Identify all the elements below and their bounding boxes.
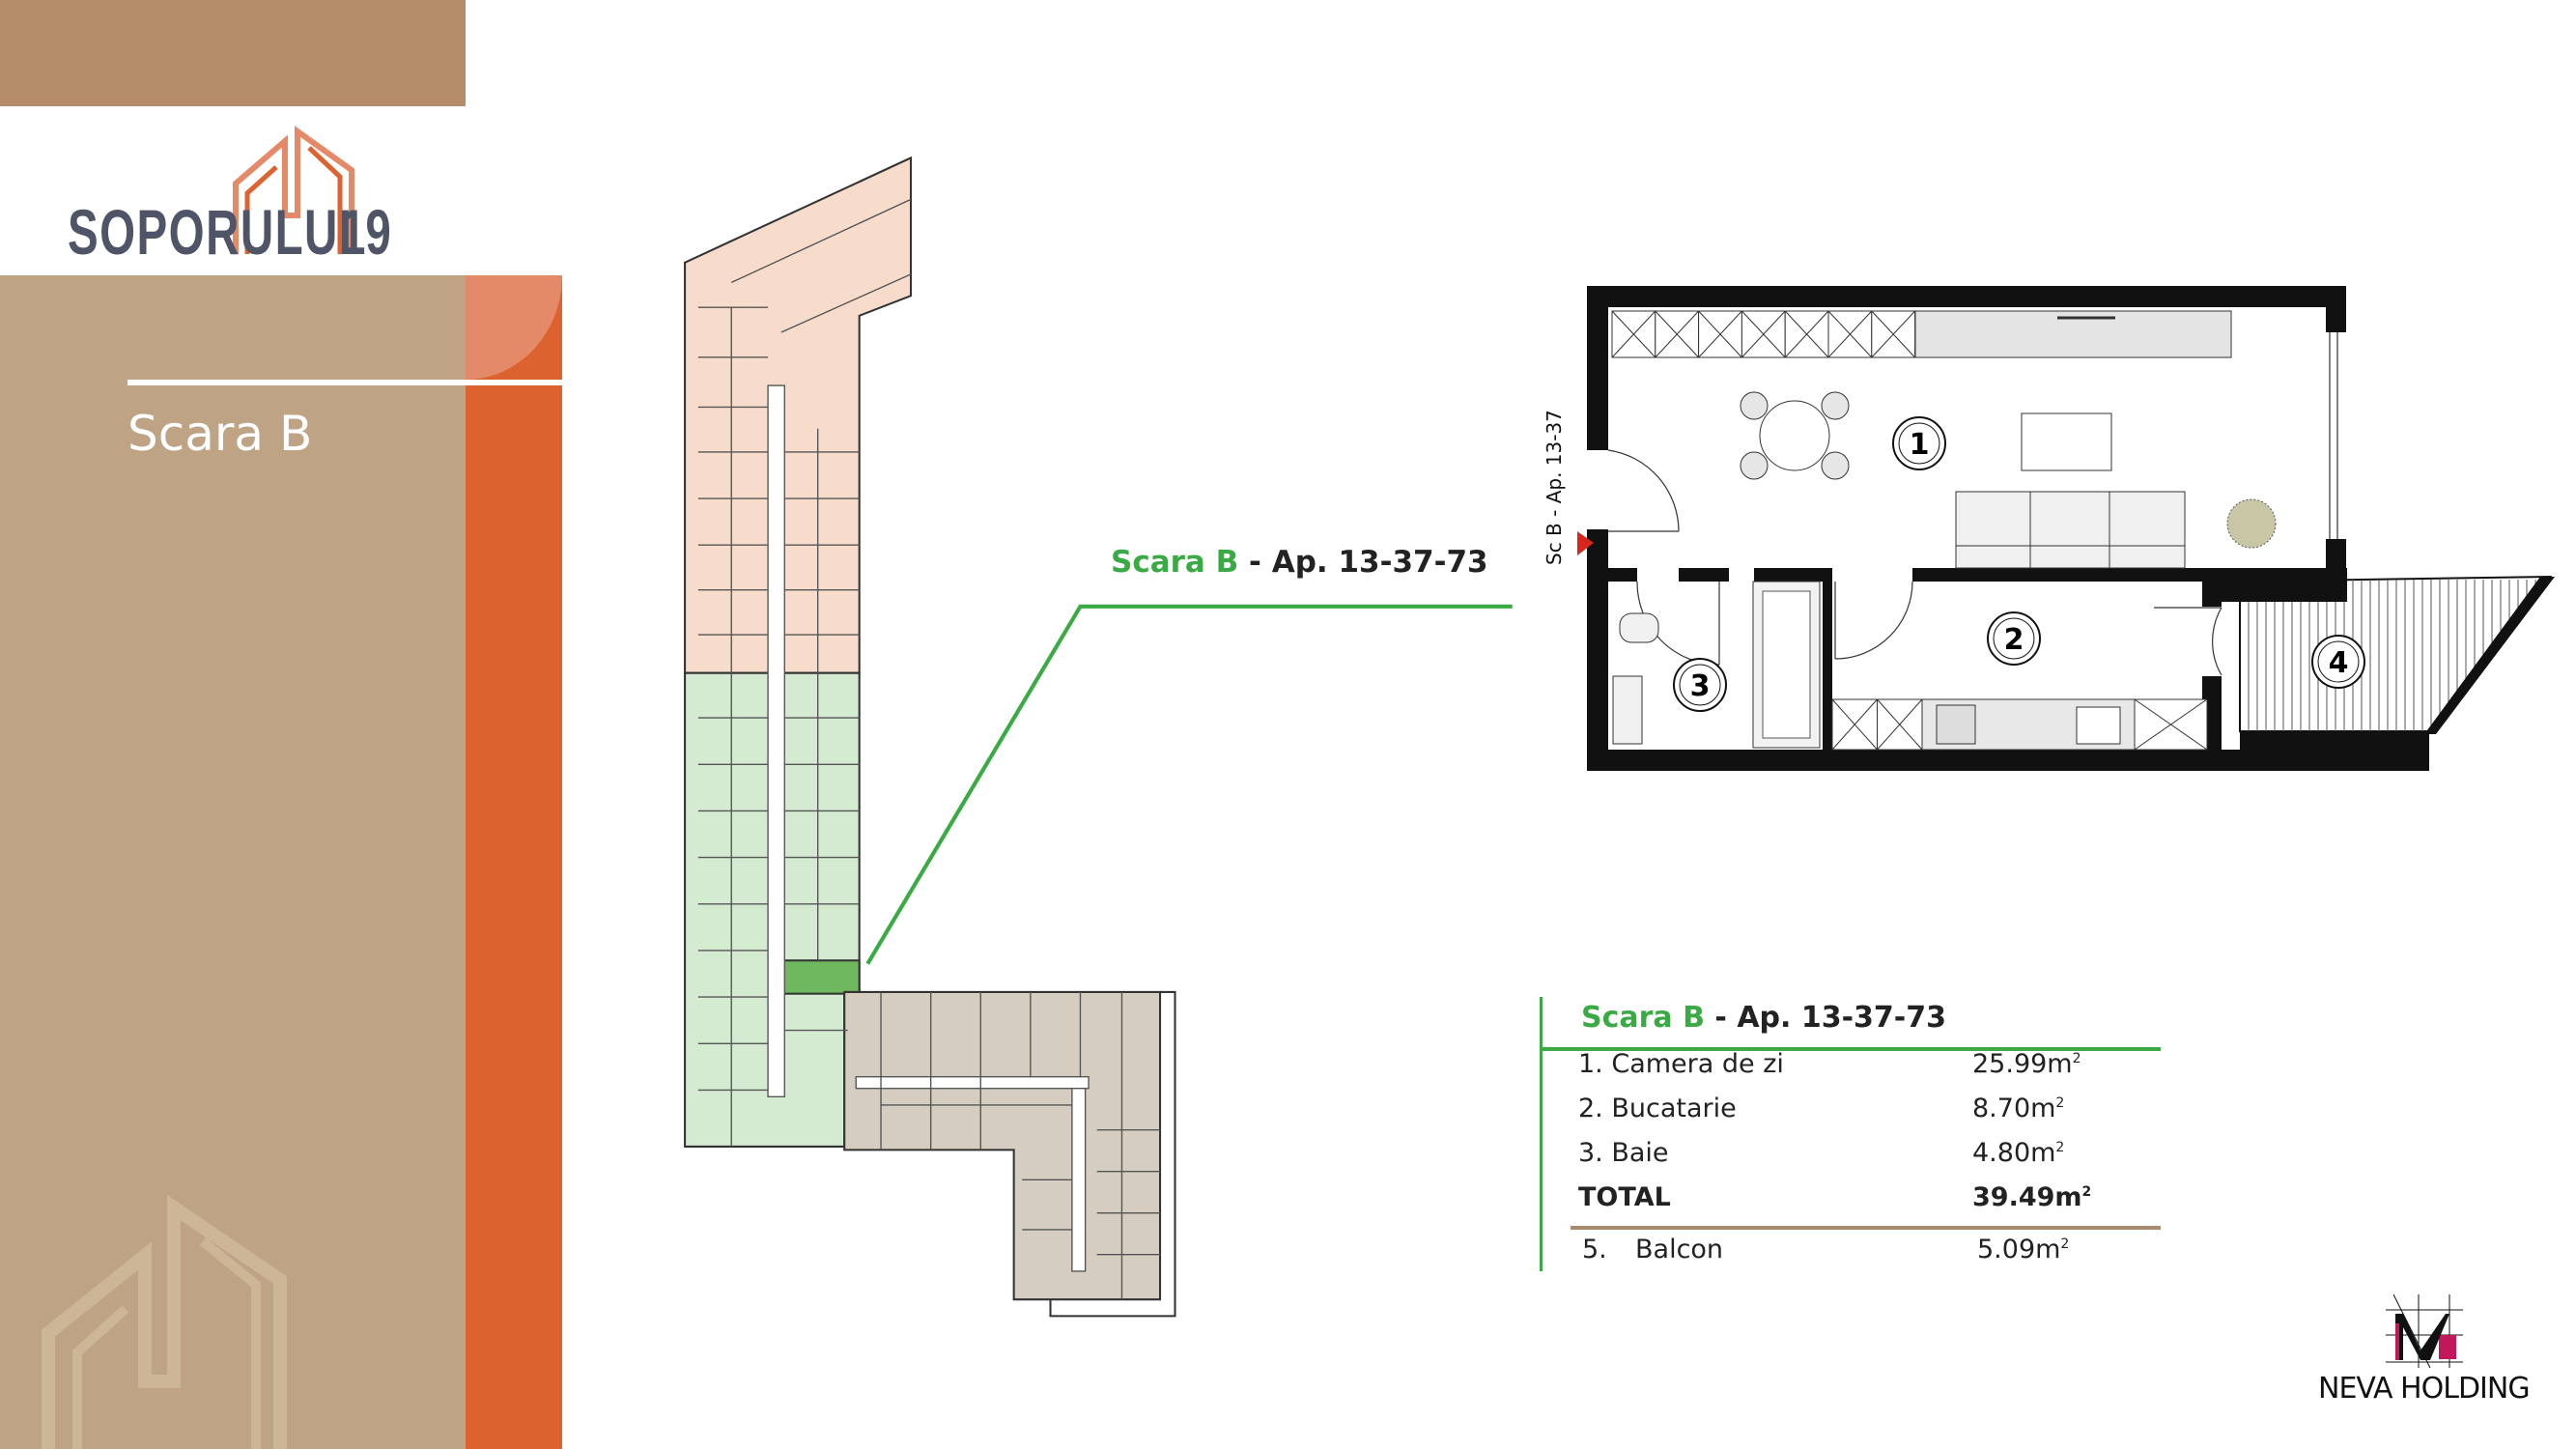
table-title: Scara B - Ap. 13-37-73 <box>1581 1001 1946 1035</box>
company-name: NEVA HOLDING <box>2318 1372 2531 1406</box>
room-label: 3. Baie <box>1578 1138 1669 1168</box>
building-outline <box>684 156 1176 1318</box>
table-header-rule <box>1541 1047 2161 1051</box>
total-rule <box>1571 1226 2161 1230</box>
highlighted-apartment <box>779 959 861 995</box>
room-area: 25.99m2 <box>1972 1049 2081 1079</box>
entry-label: Sc B - Ap. 13-37 <box>1543 410 1566 565</box>
sofa <box>1955 491 2186 569</box>
section-title: Scara B <box>127 406 313 462</box>
total-label: TOTAL <box>1578 1182 1671 1212</box>
sink-icon <box>1612 675 1643 745</box>
room-area: 4.80m2 <box>1972 1138 2065 1168</box>
room-label: 2. Bucatarie <box>1578 1094 1737 1123</box>
plant-icon <box>2226 498 2277 549</box>
toilet-icon <box>1619 612 1659 643</box>
balcony-label: Balcon <box>1635 1235 1724 1264</box>
stove-icon <box>2076 706 2121 745</box>
room-number: 2 <box>2004 623 2024 657</box>
table-accent-line <box>1540 997 1543 1271</box>
leader-apartment: - Ap. 13-37-73 <box>1238 545 1488 580</box>
room-number: 4 <box>2329 646 2349 680</box>
entry-arrow-icon <box>1577 531 1594 555</box>
coffee-table <box>2021 412 2112 471</box>
kitchen-counter <box>1831 698 2208 751</box>
top-brand-bar <box>0 0 466 106</box>
logo-text: SOPORULUI <box>68 196 354 268</box>
logo-number: 19 <box>340 196 391 268</box>
orange-strip <box>466 275 562 1449</box>
neva-holding-logo-icon <box>2386 1294 2463 1369</box>
total-area: 39.49m2 <box>1972 1182 2092 1212</box>
dining-table <box>1740 391 1850 480</box>
fixtures <box>1607 332 2338 676</box>
unit-partitions <box>697 198 1161 1300</box>
walls <box>1587 286 2429 771</box>
table-title-apartment: - Ap. 13-37-73 <box>1704 1001 1947 1035</box>
table-title-stair: Scara B <box>1581 1001 1705 1035</box>
leader-label: Scara B - Ap. 13-37-73 <box>1111 545 1488 580</box>
watermark-building-icon <box>42 1194 287 1449</box>
leader-stair: Scara B <box>1111 545 1239 580</box>
logo-building-icon <box>233 126 354 254</box>
room-number: 1 <box>1910 428 1930 462</box>
kitchen-sink-icon <box>1936 704 1976 745</box>
apartment-floor-plan: 1 2 3 4 Sc B - Ap. 13-37 <box>1543 286 2555 771</box>
room-label: 1. Camera de zi <box>1578 1049 1784 1079</box>
balcony-area: 5.09m2 <box>1977 1235 2070 1264</box>
room-area: 8.70m2 <box>1972 1094 2065 1123</box>
room-number: 3 <box>1690 669 1711 703</box>
room-numbers: 1 2 3 4 <box>1673 416 2365 712</box>
balcony <box>2239 575 2555 734</box>
balcony-number: 5. <box>1582 1235 1607 1264</box>
top-cabinets <box>1611 310 1916 358</box>
orange-arc-decor <box>466 275 562 380</box>
leader-line <box>865 604 1513 965</box>
title-rule <box>127 380 562 385</box>
